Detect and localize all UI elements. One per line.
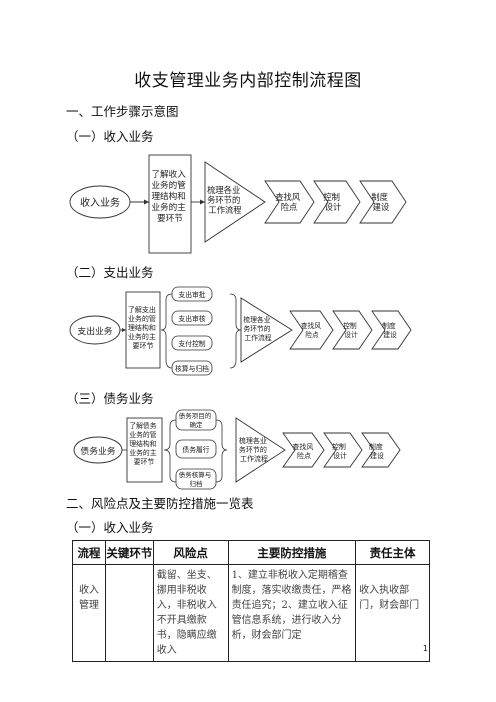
table-row: 收入管理 截留、坐支、挪用非税收入，非税收入不开具缴款书，隐瞒应缴收入 1、建立… [72,564,430,662]
section2-heading: 二、风险点及主要防控措施一览表 [66,496,254,511]
income-heading: （一）收入业务 [66,129,154,144]
income-find-step [264,180,315,224]
debt-find-step [282,432,325,468]
expense-build-step [371,310,412,350]
debt-build-text: 制度 建设 [369,442,385,460]
debt-review-text: 梳理各业 务环节的 工作流程 [239,436,269,463]
expense-branch-approval-label: 支出审批 [178,290,205,299]
debt-branch-perform-label: 债务履行 [182,445,209,454]
expense-branch-payment-label: 支付控制 [178,339,205,348]
cell-risk: 截留、坐支、挪用非税收入，非税收入不开具缴款书，隐瞒应缴收入 [152,564,229,662]
expense-control-step [332,310,373,350]
debt-control-text: 控制 设计 [332,442,348,460]
expense-understand-text: 了解支出 业务的管 理结构和 业务的主 要环节 [128,305,158,350]
expense-review-text: 梳理各业 务环节的 工作流程 [243,315,272,342]
debt-flowchart: 债务业务 了解债务 业务的管 理结构和 业务的主 要环节 债务项目的 确定 债务… [73,409,401,490]
income-control-text: 控制 设计 [323,192,342,212]
debt-branch-perform [175,439,217,459]
debt-branch-project [175,409,217,431]
debt-review-step [235,417,286,483]
expense-branch-approval [171,286,213,302]
table-heading: （一）收入业务 [66,520,154,535]
expense-branch-payment [171,335,213,351]
expense-branch-accounting-label: 核算与归档 [175,364,209,373]
expense-review-step [240,297,293,363]
debt-heading: （三）债务业务 [66,391,154,406]
expense-start-label: 支出业务 [77,325,112,337]
col-header-measure: 主要防控措施 [227,540,357,565]
page-title: 收支管理业务内部控制流程图 [134,71,362,91]
col-header-process: 流程 [72,540,106,565]
expense-heading: （二）支出业务 [66,265,154,280]
expense-build-text: 制度 建设 [382,321,398,339]
debt-control-step [323,432,363,468]
expense-branch-review-label: 支出审核 [178,314,205,323]
debt-understand-text: 了解债务 业务的管 理结构和 业务的主 要环节 [129,421,158,466]
expense-branch-accounting [171,360,213,376]
debt-find-text: 查找风 险点 [292,442,315,460]
expense-flowchart: 支出业务 了解支出 业务的管 理结构和 业务的主 要环节 支出审批 支出审核 支… [69,286,412,376]
expense-branch-review [171,310,213,326]
cell-key [104,564,154,662]
section1-heading: 一、工作步骤示意图 [66,104,179,119]
cell-process: 收入管理 [72,564,106,662]
cell-owner: 收入执收部门，财会部门 [355,564,430,662]
page-number: 1 [422,644,428,653]
income-control-step [313,180,361,224]
debt-build-step [361,432,401,468]
col-header-risk: 风险点 [152,540,229,565]
expense-understand-box [125,291,161,369]
col-header-owner: 责任主体 [355,540,430,565]
income-flowchart: 收入业务 了解收入 业务的管 理结构和 业务的主 要环节 梳理各业 务环节的 工… [69,154,407,254]
debt-branch-accounting [175,468,217,490]
debt-start-label: 债务业务 [80,445,115,457]
col-header-key: 关键环节 [104,540,154,565]
debt-branch-accounting-label: 债务核算与 归档 [179,470,214,488]
expense-control-text: 控制 设计 [343,321,359,339]
income-understand-box [148,154,192,254]
expense-find-step [289,310,334,350]
income-find-text: 查找风 险点 [275,192,303,212]
income-understand-text: 了解收入 业务的管 理结构和 业务的主 要环节 [151,168,188,224]
debt-branch-project-label: 债务项目的 确定 [179,411,214,429]
risk-table-header-row: 流程 关键环节 风险点 主要防控措施 责任主体 [72,540,430,565]
income-start-label: 收入业务 [80,196,120,209]
income-build-step [359,180,407,224]
expense-find-text: 查找风 险点 [301,321,324,339]
income-review-text: 梳理各业 务环节的 工作流程 [207,185,243,215]
risk-table: 流程 关键环节 风险点 主要防控措施 责任主体 收入管理 截留、坐支、挪用非税收… [72,540,430,662]
income-review-step [204,161,266,243]
debt-understand-box [126,417,163,483]
income-build-text: 制度 建设 [371,192,390,212]
